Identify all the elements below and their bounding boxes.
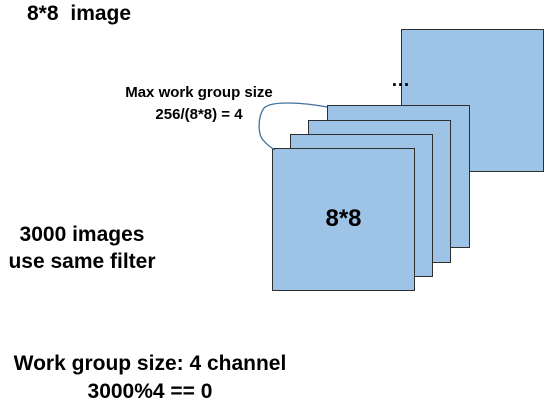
images-count-line-1: 3000 images bbox=[19, 223, 145, 246]
annotation-line-1: Max work group size bbox=[125, 84, 273, 101]
image-square-front: 8*8 bbox=[272, 148, 415, 291]
annotation-line-2: 256/(8*8) = 4 bbox=[155, 106, 243, 123]
images-count-note: 3000 images use same filter bbox=[0, 221, 164, 275]
max-work-group-annotation: Max work group size 256/(8*8) = 4 bbox=[104, 82, 294, 126]
images-count-line-2: use same filter bbox=[8, 250, 156, 273]
ellipsis-more-images: … bbox=[391, 70, 411, 91]
diagram-title: 8*8 image bbox=[27, 2, 132, 25]
work-group-line-2: 3000%4 == 0 bbox=[87, 380, 213, 403]
front-square-label: 8*8 bbox=[325, 205, 362, 232]
work-group-size-note: Work group size: 4 channel 3000%4 == 0 bbox=[0, 350, 300, 406]
work-group-line-1: Work group size: 4 channel bbox=[13, 352, 287, 375]
